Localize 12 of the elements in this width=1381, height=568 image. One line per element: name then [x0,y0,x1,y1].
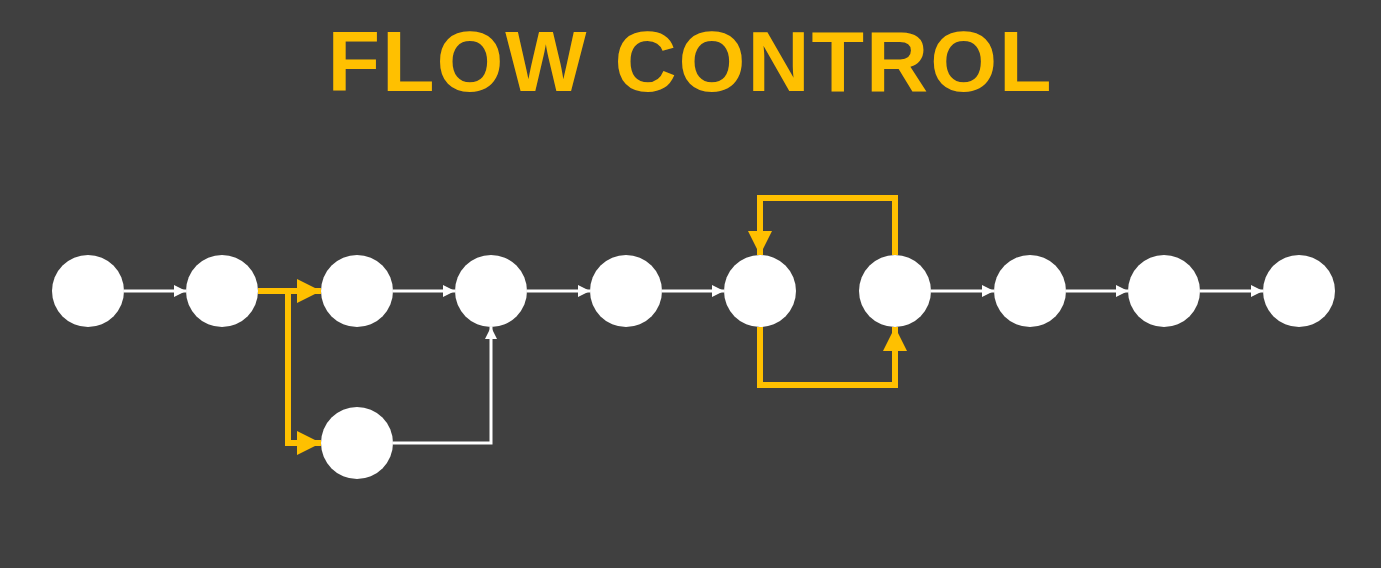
arrow [757,327,907,388]
arrow [1200,285,1263,297]
arrow [258,288,321,455]
arrow [124,285,186,297]
title: FLOW CONTROL [327,12,1054,111]
arrow [748,195,898,255]
arrow [527,285,590,297]
arrow [393,285,455,297]
arrow [1066,285,1128,297]
arrow [931,285,994,297]
arrow [662,285,724,297]
arrow [393,327,497,445]
